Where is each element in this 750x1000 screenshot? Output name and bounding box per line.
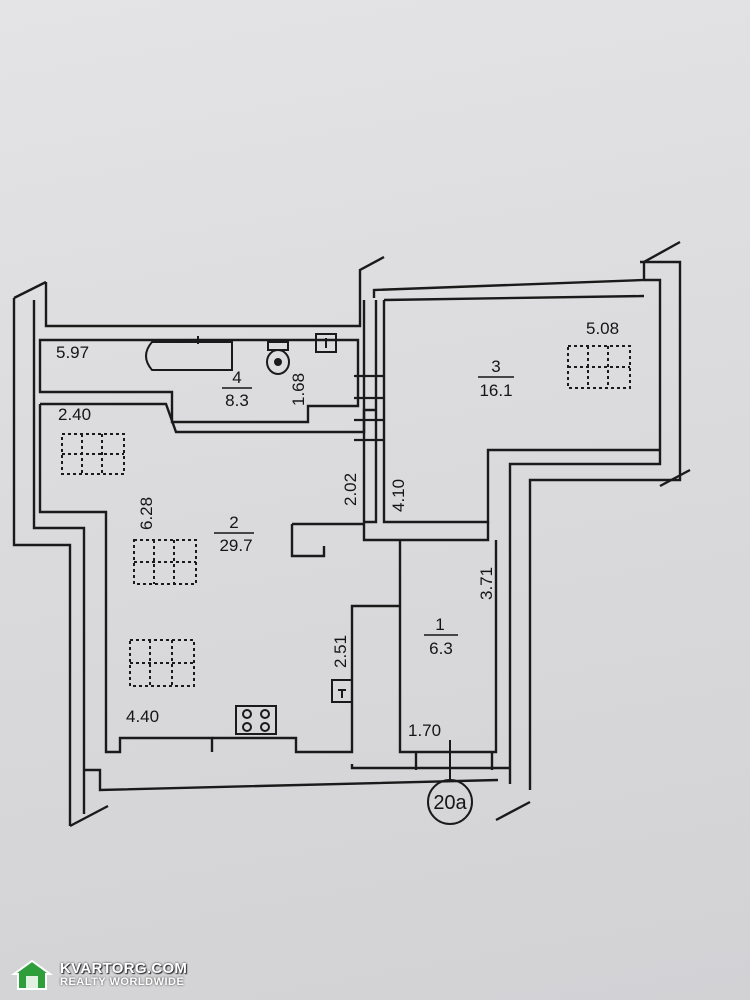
watermark-title: KVARTORG.COM	[60, 960, 188, 978]
room-area: 8.3	[225, 391, 249, 410]
toilet-icon	[266, 341, 290, 375]
dimension-label: 5.97	[56, 343, 89, 362]
room-label-4: 4 8.3	[222, 368, 252, 410]
room-label-2: 2 29.7	[214, 513, 254, 555]
bathtub-icon	[145, 341, 233, 371]
room-label-3: 3 16.1	[478, 357, 514, 400]
watermark: KVARTORG.COM REALTY WORLDWIDE	[10, 958, 187, 992]
room-area: 29.7	[219, 536, 252, 555]
room2-bottom-wall	[212, 604, 400, 754]
outer-wall-left-inner	[32, 300, 86, 814]
radiator-grid-icon	[129, 639, 195, 687]
room-label-1: 1 6.3	[424, 615, 458, 658]
room1-bottom-wall	[350, 764, 510, 770]
room3-top-wall	[383, 294, 645, 302]
wall-break-mark	[13, 280, 47, 300]
room1-outline	[398, 540, 498, 754]
radiator-grid-icon	[567, 345, 631, 389]
wall-break-mark	[69, 804, 109, 828]
outer-wall-top-right	[372, 240, 681, 298]
dimension-label: 1.68	[289, 373, 308, 406]
outer-wall-right	[528, 260, 682, 790]
room-area: 16.1	[479, 381, 512, 400]
partition-wall	[362, 300, 378, 524]
boiler-icon	[331, 679, 353, 703]
dimension-label: 3.71	[477, 567, 496, 600]
room2-column	[290, 524, 326, 558]
dimension-label: 6.28	[137, 497, 156, 530]
dimension-label: 5.08	[586, 319, 619, 338]
dimension-label: 2.40	[58, 405, 91, 424]
bathroom-outline	[38, 338, 360, 424]
house-logo-icon	[10, 958, 54, 992]
outer-wall-bottom	[84, 768, 499, 792]
dimension-label: 4.40	[126, 707, 159, 726]
wall-break-mark	[495, 800, 531, 822]
door-marks	[354, 374, 384, 442]
radiator-grid-icon	[61, 433, 125, 475]
outer-wall-left	[12, 298, 72, 826]
watermark-subtitle: REALTY WORLDWIDE	[60, 976, 185, 989]
inner-wall-right	[508, 278, 662, 784]
sink-icon	[315, 333, 337, 353]
stove-icon	[235, 705, 277, 735]
dimension-label: 2.02	[341, 473, 360, 506]
apartment-tag: 20a	[433, 792, 467, 814]
room-number: 3	[491, 357, 500, 376]
room-number: 2	[229, 513, 238, 532]
dimension-label: 1.70	[408, 721, 441, 740]
outer-wall-top-left	[44, 255, 385, 328]
room2-mid-wall	[292, 522, 490, 542]
room-number: 1	[435, 615, 444, 634]
room-area: 6.3	[429, 639, 453, 658]
wall-break-mark	[659, 468, 691, 488]
dimension-label: 2.51	[331, 635, 350, 668]
dimension-label: 4.10	[389, 479, 408, 512]
room-number: 4	[232, 368, 241, 387]
bathroom-lower-wall	[40, 402, 376, 434]
room2-left-wall	[38, 404, 214, 754]
radiator-grid-icon	[133, 539, 197, 585]
room1-door-jamb	[414, 752, 494, 770]
